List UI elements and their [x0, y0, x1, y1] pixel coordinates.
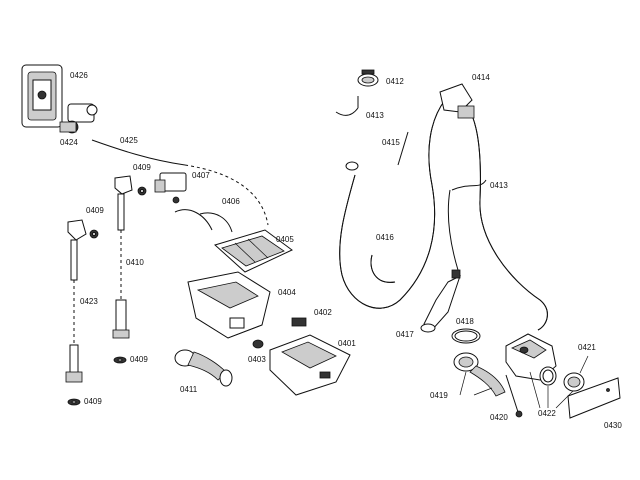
- label-0410: 0410: [126, 258, 144, 267]
- part-0401-drawer: [269, 334, 351, 396]
- label-0421: 0421: [578, 343, 596, 352]
- label-0425: 0425: [120, 136, 138, 145]
- part-0402-block: [291, 317, 307, 327]
- part-0407-valve: [154, 172, 187, 204]
- part-0405-dispenser-top: [214, 229, 293, 273]
- label-0411: 0411: [180, 385, 198, 394]
- part-0409-washer-d: [67, 398, 81, 406]
- label-0409-c: 0409: [130, 355, 148, 364]
- label-0424: 0424: [60, 138, 78, 147]
- label-0426: 0426: [70, 71, 88, 80]
- part-0426-bracket: [21, 64, 63, 128]
- part-0409-washer-a: [137, 186, 147, 196]
- label-0413-b: 0413: [490, 181, 508, 190]
- part-0411-bellows: [174, 349, 233, 387]
- part-0403-clip: [252, 339, 264, 349]
- label-0409-a: 0409: [133, 163, 151, 172]
- label-0406: 0406: [222, 197, 240, 206]
- label-0404: 0404: [278, 288, 296, 297]
- part-0416-elbow: [370, 254, 396, 283]
- label-0401: 0401: [338, 339, 356, 348]
- part-0419-pump-housing: [453, 352, 506, 397]
- part-0413-wire-b: [447, 179, 487, 271]
- label-0416: 0416: [376, 233, 394, 242]
- label-0409-b: 0409: [86, 206, 104, 215]
- part-0423-hose: [65, 219, 87, 383]
- part-0406-hoses: [174, 209, 233, 233]
- part-0410-hose: [112, 175, 133, 339]
- part-0409-washer-c: [113, 356, 127, 364]
- label-0423: 0423: [80, 297, 98, 306]
- part-0420-screw: [505, 374, 523, 418]
- part-0422-clamps: [529, 366, 575, 409]
- label-0419: 0419: [430, 391, 448, 400]
- label-0413-a: 0413: [366, 111, 384, 120]
- label-0402: 0402: [314, 308, 332, 317]
- part-0417-tube: [420, 269, 461, 333]
- label-0409-d: 0409: [84, 397, 102, 406]
- label-0420: 0420: [490, 413, 508, 422]
- part-0414-main-hose: [339, 83, 548, 331]
- part-0415-hose: [397, 131, 409, 166]
- label-0407: 0407: [192, 171, 210, 180]
- part-0418-ring: [451, 328, 481, 344]
- label-0412: 0412: [386, 77, 404, 86]
- part-0404-dispenser-housing: [187, 271, 271, 339]
- label-0405: 0405: [276, 235, 294, 244]
- part-0421-filter-cap: [563, 355, 589, 392]
- hose-0425-dashed: [184, 164, 269, 226]
- label-0403: 0403: [248, 355, 266, 364]
- hose-0425: [91, 139, 186, 166]
- part-0430-plate: [567, 377, 621, 419]
- part-0412-clamp: [357, 69, 379, 87]
- label-0417: 0417: [396, 330, 414, 339]
- label-0418: 0418: [456, 317, 474, 326]
- label-0430: 0430: [604, 421, 622, 430]
- part-0413-wire-a: [335, 96, 359, 116]
- label-0414: 0414: [472, 73, 490, 82]
- part-0424-inlet-valve: [59, 103, 98, 134]
- label-0422: 0422: [538, 409, 556, 418]
- label-0415: 0415: [382, 138, 400, 147]
- part-0409-washer-b: [89, 229, 99, 239]
